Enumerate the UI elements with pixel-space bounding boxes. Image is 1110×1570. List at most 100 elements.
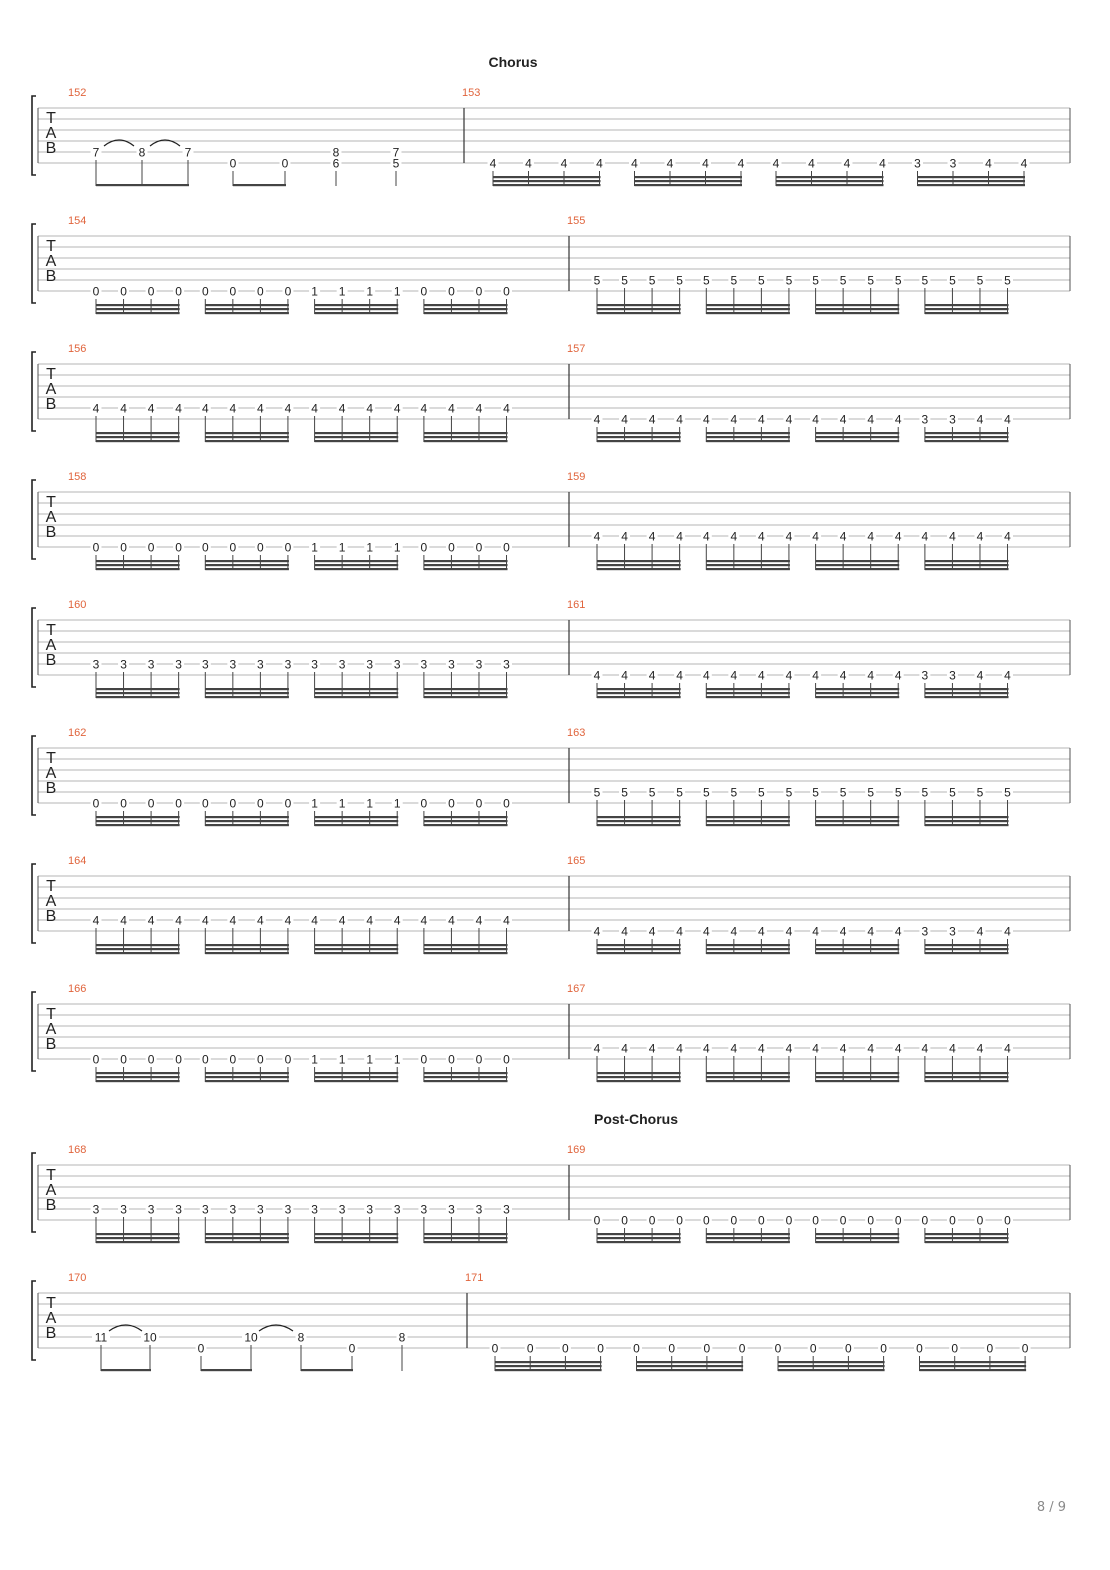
fret-number: 4 — [867, 413, 874, 427]
beam — [706, 688, 790, 691]
fret-number: 4 — [594, 530, 601, 544]
fret-number: 3 — [949, 925, 956, 939]
fret-number: 0 — [421, 285, 428, 299]
beam — [423, 692, 508, 695]
beam — [423, 952, 508, 955]
fret-number: 0 — [922, 1214, 929, 1228]
fret-bg — [145, 914, 157, 926]
fret-bg — [664, 157, 676, 169]
fret-bg — [728, 786, 740, 798]
beam — [924, 1080, 1009, 1083]
fret-bg — [619, 786, 631, 798]
beam — [423, 312, 508, 315]
fret-number: 4 — [394, 914, 401, 928]
fret-number: 4 — [339, 402, 346, 416]
fret-number: 1 — [366, 541, 373, 555]
measure-number: 170 — [68, 1272, 86, 1284]
beam — [815, 1072, 900, 1075]
fret-number: 4 — [786, 413, 793, 427]
fret-number: 1 — [394, 1053, 401, 1067]
beam — [706, 952, 790, 955]
fret-number: 0 — [730, 1214, 737, 1228]
fret-bg — [877, 157, 888, 169]
fret-number: 0 — [148, 797, 155, 811]
fret-bg — [254, 658, 266, 670]
tab-clef-letter: B — [46, 140, 57, 157]
fret-bg — [619, 274, 631, 286]
fret-bg — [227, 1203, 239, 1215]
fret-bg — [145, 285, 157, 297]
fret-bg — [619, 413, 631, 425]
fret-number: 0 — [448, 285, 455, 299]
fret-bg — [309, 541, 321, 553]
fret-bg — [700, 157, 711, 169]
beam — [778, 1369, 885, 1372]
beam — [597, 440, 681, 443]
measure-number: 165 — [567, 855, 585, 867]
fret-number: 4 — [1004, 1042, 1011, 1056]
measure-number: 167 — [567, 983, 585, 995]
beam — [314, 564, 399, 567]
fret-bg — [974, 274, 986, 286]
fret-bg — [445, 1203, 457, 1215]
fret-number: 4 — [503, 914, 510, 928]
fret-bg — [145, 797, 157, 809]
fret-bg — [646, 786, 658, 798]
beam — [815, 944, 900, 947]
fret-number: 0 — [148, 541, 155, 555]
beam — [205, 1233, 289, 1236]
fret-bg — [309, 1203, 321, 1215]
fret-number: 0 — [867, 1214, 874, 1228]
beam — [706, 944, 790, 947]
fret-number: 4 — [786, 669, 793, 683]
fret-bg — [619, 530, 631, 542]
fret-number: 0 — [476, 285, 483, 299]
fret-bg — [309, 402, 321, 414]
fret-number: 0 — [668, 1342, 675, 1356]
beam — [423, 1072, 508, 1075]
beam — [423, 564, 508, 567]
fret-bg — [783, 925, 795, 937]
system-bracket — [31, 607, 36, 688]
fret-number: 4 — [867, 925, 874, 939]
fret-bg — [418, 402, 430, 414]
beam — [776, 176, 884, 179]
beam — [924, 436, 1009, 439]
system-bracket — [31, 95, 36, 176]
beam — [924, 568, 1009, 571]
fret-bg — [755, 530, 767, 542]
beam — [597, 824, 681, 827]
fret-bg — [336, 914, 348, 926]
fret-number: 0 — [148, 1053, 155, 1067]
beam — [96, 696, 180, 699]
fret-number: 4 — [476, 914, 483, 928]
beam — [314, 692, 399, 695]
fret-bg — [90, 1053, 102, 1065]
beam — [706, 304, 790, 307]
fret-bg — [282, 285, 294, 297]
fret-number: 1 — [394, 541, 401, 555]
fret-number: 3 — [922, 413, 929, 427]
beam — [924, 688, 1009, 691]
tab-clef-letter: A — [46, 765, 57, 782]
fret-bg — [865, 786, 877, 798]
fret-number: 6 — [333, 157, 340, 171]
beam — [423, 436, 508, 439]
tab-clef-letter: B — [46, 780, 57, 797]
fret-bg — [1002, 1042, 1014, 1054]
fret-number: 0 — [148, 285, 155, 299]
fret-bg — [674, 530, 686, 542]
fret-bg — [878, 1342, 890, 1354]
fret-bg — [282, 541, 294, 553]
beam — [706, 948, 790, 951]
beam — [815, 560, 900, 563]
fret-number: 4 — [786, 925, 793, 939]
tie — [103, 139, 135, 147]
fret-bg — [674, 1042, 686, 1054]
fret-number: 0 — [93, 541, 100, 555]
fret-bg — [865, 925, 877, 937]
fret-bg — [90, 402, 102, 414]
beam — [493, 184, 601, 187]
